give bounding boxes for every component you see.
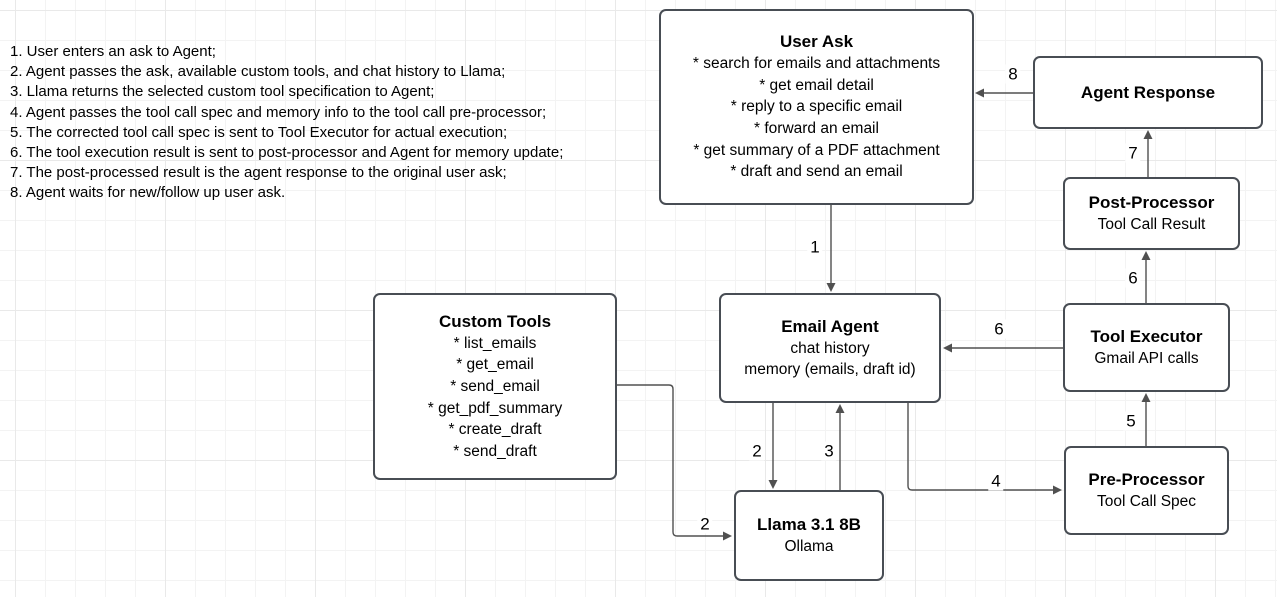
edge-label-1: 1	[807, 237, 823, 257]
tool-executor-box: Tool Executor Gmail API calls	[1063, 303, 1230, 392]
email-agent-title: Email Agent	[781, 317, 879, 336]
flow-step: 6. The tool execution result is sent to …	[10, 144, 564, 162]
edge-7-post-processor-to-agent-response	[1143, 130, 1153, 177]
edge-label-6a: 6	[1125, 268, 1141, 288]
flow-step: 5. The corrected tool call spec is sent …	[10, 123, 508, 141]
edge-8-agent-response-to-user-ask	[975, 88, 1033, 98]
edge-4-email-agent-to-pre-processor	[907, 403, 1062, 495]
edge-label-2a: 2	[749, 441, 765, 461]
edge-label-4: 4	[988, 471, 1004, 491]
edge-1-user-ask-to-email-agent	[826, 205, 836, 292]
llama-title: Llama 3.1 8B	[757, 515, 861, 534]
flow-step: 8. Agent waits for new/follow up user as…	[10, 184, 286, 202]
edge-label-6b: 6	[991, 319, 1007, 339]
user-ask-item: * search for emails and attachments	[692, 55, 941, 73]
custom-tools-item: * send_draft	[453, 442, 537, 460]
edge-6-tool-executor-to-post-processor	[1141, 251, 1151, 303]
flow-step: 1. User enters an ask to Agent;	[10, 43, 216, 60]
user-ask-item: * get email detail	[759, 76, 874, 94]
post-processor-subtitle: Tool Call Result	[1097, 216, 1206, 233]
llama-subtitle: Ollama	[784, 538, 834, 555]
flow-step: 3. Llama returns the selected custom too…	[10, 83, 435, 101]
agent-response-title: Agent Response	[1080, 82, 1216, 102]
flow-step: 7. The post-processed result is the agen…	[10, 164, 507, 182]
custom-tools-item: * create_draft	[448, 421, 542, 439]
email-agent-line: memory (emails, draft id)	[744, 361, 916, 378]
user-ask-item: * reply to a specific email	[730, 98, 903, 116]
edge-6-tool-executor-to-email-agent	[943, 343, 1063, 353]
pre-processor-box: Pre-Processor Tool Call Spec	[1064, 446, 1229, 535]
pre-processor-title: Pre-Processor	[1088, 470, 1205, 489]
flow-step: 2. Agent passes the ask, available custo…	[10, 63, 506, 81]
custom-tools-box: Custom Tools * list_emails * get_email *…	[373, 293, 617, 480]
email-agent-box: Email Agent chat history memory (emails,…	[719, 293, 941, 403]
tool-executor-title: Tool Executor	[1090, 327, 1203, 346]
edge-5-pre-processor-to-tool-executor	[1141, 393, 1151, 446]
tool-executor-subtitle: Gmail API calls	[1094, 350, 1199, 367]
edge-label-2b: 2	[697, 514, 713, 534]
email-agent-line: chat history	[790, 340, 870, 357]
custom-tools-item: * get_pdf_summary	[427, 399, 563, 417]
user-ask-box: User Ask * search for emails and attachm…	[659, 9, 974, 205]
edge-2-email-agent-to-llama	[768, 403, 778, 489]
user-ask-title: User Ask	[779, 32, 854, 52]
custom-tools-item: * get_email	[456, 356, 534, 374]
agent-response-box: Agent Response	[1033, 56, 1263, 129]
custom-tools-item: * send_email	[450, 377, 540, 395]
pre-processor-subtitle: Tool Call Spec	[1096, 493, 1197, 510]
flow-steps-list: 1. User enters an ask to Agent; 2. Agent…	[10, 42, 563, 204]
post-processor-box: Post-Processor Tool Call Result	[1063, 177, 1240, 250]
user-ask-item: * forward an email	[754, 120, 879, 137]
edge-2-custom-tools-to-llama	[617, 384, 732, 541]
post-processor-title: Post-Processor	[1088, 193, 1215, 212]
user-ask-item: * get summary of a PDF attachment	[693, 141, 940, 159]
custom-tools-title: Custom Tools	[438, 311, 552, 331]
user-ask-item: * draft and send an email	[730, 163, 903, 181]
flow-step: 4. Agent passes the tool call spec and m…	[10, 103, 547, 121]
edge-label-8: 8	[1005, 64, 1021, 84]
edge-label-7: 7	[1125, 143, 1141, 163]
custom-tools-item: * list_emails	[453, 334, 537, 352]
edge-3-llama-to-email-agent	[835, 404, 845, 490]
llama-box: Llama 3.1 8B Ollama	[734, 490, 884, 581]
edge-label-5: 5	[1123, 411, 1139, 431]
edge-label-3: 3	[821, 441, 837, 461]
